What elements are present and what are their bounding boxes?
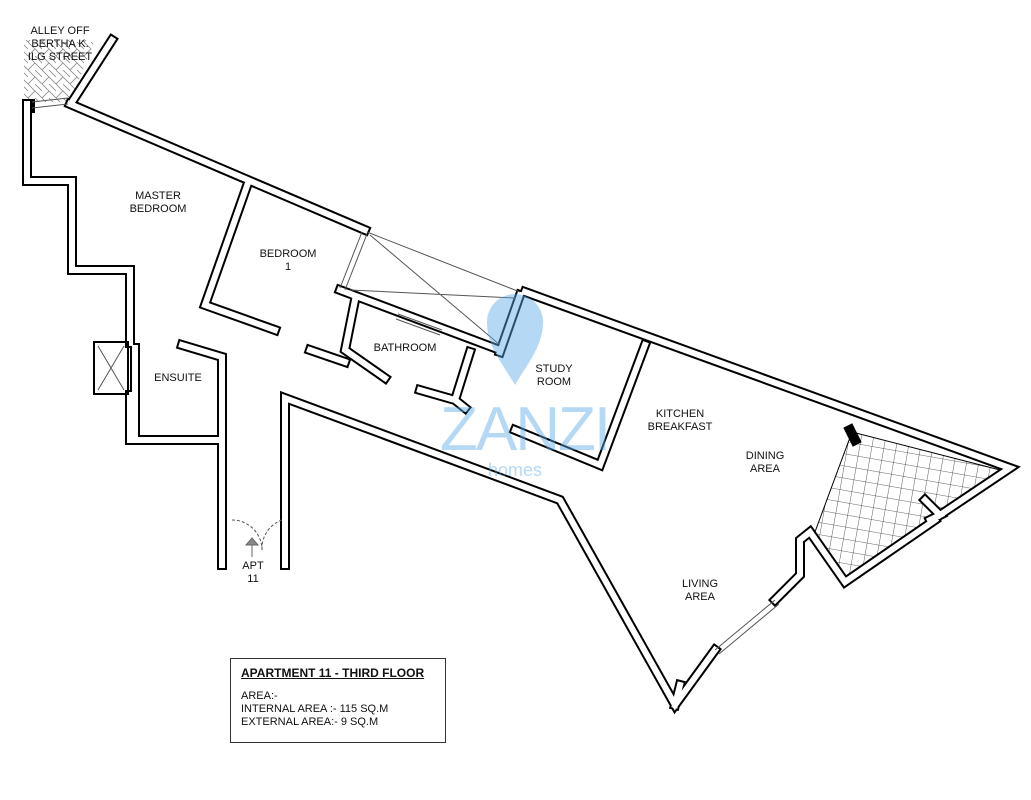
room-kitchen: KITCHEN BREAKFAST bbox=[647, 408, 713, 433]
walls bbox=[22, 33, 1021, 715]
legend-title: APARTMENT 11 - THIRD FLOOR bbox=[241, 666, 425, 680]
room-dining: DINING AREA bbox=[745, 450, 785, 475]
entrance-door bbox=[231, 519, 283, 557]
entrance-label: APT 11 bbox=[242, 560, 264, 585]
room-study: STUDY ROOM bbox=[535, 363, 573, 388]
legend-area-label: AREA:- bbox=[241, 690, 278, 702]
room-ensuite: ENSUITE bbox=[154, 372, 202, 384]
room-living: LIVING AREA bbox=[681, 578, 719, 603]
alley-paving bbox=[24, 40, 95, 102]
watermark-sub: homes bbox=[487, 460, 543, 480]
room-bedroom-1: BEDROOM 1 bbox=[259, 248, 317, 273]
room-master-bedroom: MASTER BEDROOM bbox=[129, 190, 187, 215]
legend-box: APARTMENT 11 - THIRD FLOOR AREA:- INTERN… bbox=[230, 658, 446, 743]
watermark-brand: ZANZI bbox=[440, 395, 611, 464]
legend-external-area: EXTERNAL AREA:- 9 SQ.M bbox=[241, 716, 379, 728]
street-label: ALLEY OFF BERTHA K. ILG STREET bbox=[27, 25, 93, 63]
room-bathroom: BATHROOM bbox=[373, 342, 437, 354]
legend-internal-area: INTERNAL AREA :- 115 SQ.M bbox=[241, 703, 389, 715]
opening-lines bbox=[349, 231, 521, 346]
watermark: ZANZI homes bbox=[440, 395, 611, 481]
windows bbox=[31, 97, 780, 655]
location-pin-watermark bbox=[487, 294, 543, 385]
